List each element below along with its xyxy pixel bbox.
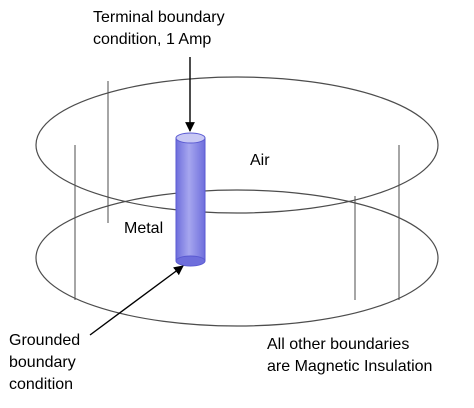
grounded-label-line-2: boundary bbox=[9, 354, 76, 371]
air-label: Air bbox=[250, 150, 270, 172]
air-top-ellipse bbox=[35, 76, 439, 214]
grounded-arrow bbox=[89, 265, 184, 336]
terminal-boundary-label: Terminal boundary condition, 1 Amp bbox=[93, 7, 225, 51]
grounded-label-line-3: condition bbox=[9, 376, 74, 393]
metal-label-text: Metal bbox=[124, 220, 164, 237]
metal-rod-top bbox=[175, 132, 206, 144]
insulation-label-line-2: are Magnetic Insulation bbox=[267, 358, 433, 375]
terminal-label-line-1: Terminal boundary bbox=[93, 9, 225, 26]
grounded-label-line-1: Grounded bbox=[9, 332, 81, 349]
grounded-boundary-label: Grounded boundary condition bbox=[9, 330, 80, 396]
metal-label: Metal bbox=[124, 218, 163, 240]
terminal-label-line-2: condition, 1 Amp bbox=[93, 31, 212, 48]
metal-rod-bottom bbox=[175, 255, 206, 267]
air-bottom-ellipse bbox=[35, 189, 439, 327]
metal-rod bbox=[175, 132, 206, 267]
magnetic-insulation-label: All other boundaries are Magnetic Insula… bbox=[267, 334, 432, 378]
insulation-label-line-1: All other boundaries bbox=[267, 336, 410, 353]
metal-rod-body bbox=[176, 138, 205, 261]
air-label-text: Air bbox=[250, 152, 270, 169]
